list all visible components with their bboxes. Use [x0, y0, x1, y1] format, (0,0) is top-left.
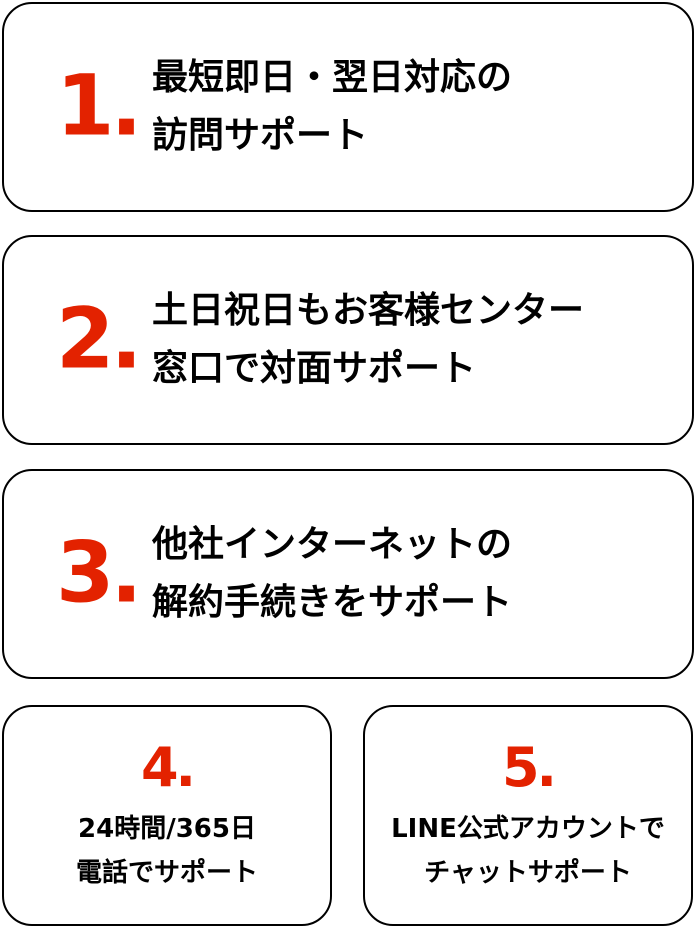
feature-text: 最短即日・翌日対応の 訪問サポート	[152, 49, 512, 165]
feature-text-line2: チャットサポート	[424, 858, 632, 888]
feature-text-line2: 窓口で対面サポート	[152, 348, 477, 389]
feature-text-line2: 訪問サポート	[152, 115, 369, 156]
feature-number: 4.	[140, 736, 196, 799]
feature-number: 5.	[501, 736, 557, 799]
feature-card-3: 3. 他社インターネットの 解約手続きをサポート	[2, 469, 694, 679]
feature-text-line2: 解約手続きをサポート	[152, 582, 513, 623]
feature-text: LINE公式アカウントで チャットサポート	[365, 807, 691, 895]
feature-text: 24時間/365日 電話でサポート	[4, 807, 330, 895]
feature-number: 3.	[56, 523, 142, 622]
feature-text-line1: 24時間/365日	[78, 814, 256, 844]
feature-text-line1: LINE公式アカウントで	[391, 814, 665, 844]
feature-text-line1: 土日祝日もお客様センター	[152, 290, 585, 331]
feature-card-1: 1. 最短即日・翌日対応の 訪問サポート	[2, 2, 694, 212]
feature-text: 土日祝日もお客様センター 窓口で対面サポート	[152, 282, 584, 398]
feature-text-line2: 電話でサポート	[75, 858, 258, 888]
feature-text-line1: 最短即日・翌日対応の	[152, 57, 513, 98]
feature-card-4: 4. 24時間/365日 電話でサポート	[2, 705, 332, 926]
feature-number: 1.	[56, 56, 142, 155]
feature-card-2: 2. 土日祝日もお客様センター 窓口で対面サポート	[2, 235, 694, 445]
feature-text: 他社インターネットの 解約手続きをサポート	[152, 516, 512, 632]
feature-card-5: 5. LINE公式アカウントで チャットサポート	[363, 705, 693, 926]
feature-number: 2.	[56, 289, 142, 388]
feature-text-line1: 他社インターネットの	[152, 524, 513, 565]
